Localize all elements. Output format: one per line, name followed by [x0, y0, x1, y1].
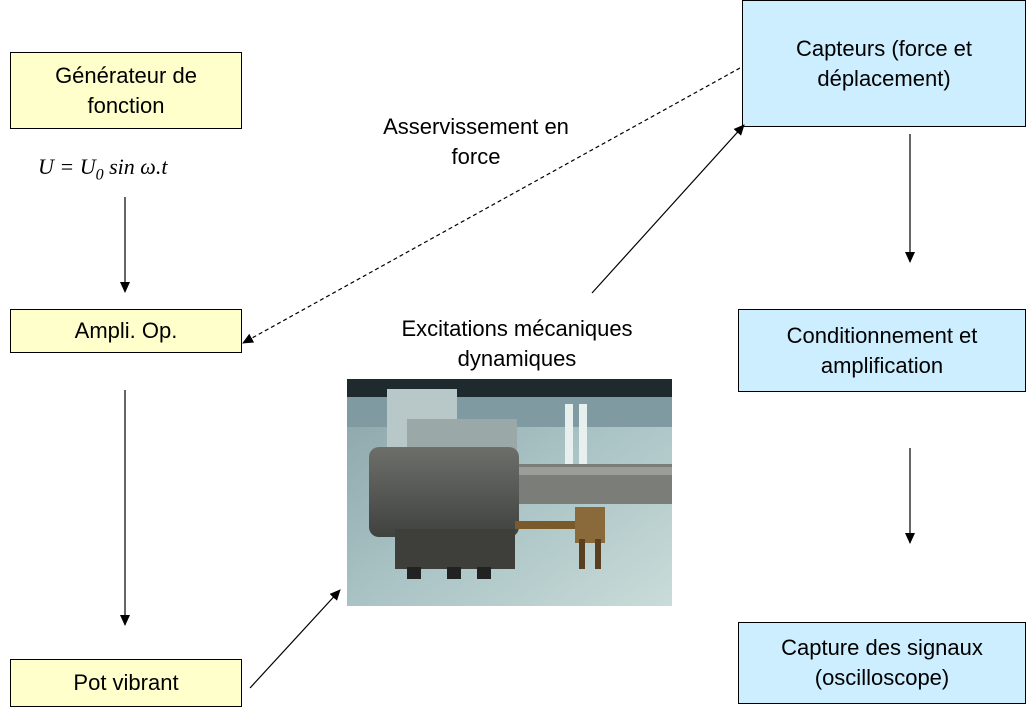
- arrow-feedback-dashed: [242, 67, 741, 344]
- label-excitations: Excitations mécaniques dynamiques: [401, 316, 633, 371]
- node-capteurs-label: Capteurs (force et déplacement): [795, 35, 973, 91]
- arrow-photo-capteurs: [591, 124, 745, 294]
- node-pot-label: Pot vibrant: [73, 670, 179, 695]
- vibration-test-photo: [347, 379, 672, 606]
- formula: U = U0 sin ω.t: [38, 154, 168, 184]
- node-generateur: Générateur de fonction: [10, 52, 242, 129]
- label-asservissement: Asservissement en force: [383, 114, 569, 169]
- node-capture: Capture des signaux (oscilloscope): [738, 622, 1026, 704]
- node-generateur-label: Générateur de fonction: [55, 62, 197, 118]
- node-ampli: Ampli. Op.: [10, 309, 242, 353]
- node-conditionnement-label: Conditionnement et amplification: [786, 322, 978, 378]
- node-conditionnement: Conditionnement et amplification: [738, 309, 1026, 392]
- node-capture-label: Capture des signaux (oscilloscope): [781, 635, 983, 690]
- node-capteurs: Capteurs (force et déplacement): [742, 0, 1026, 127]
- node-pot: Pot vibrant: [10, 659, 242, 707]
- arrow-pot-photo: [249, 589, 341, 689]
- node-ampli-label: Ampli. Op.: [74, 318, 178, 343]
